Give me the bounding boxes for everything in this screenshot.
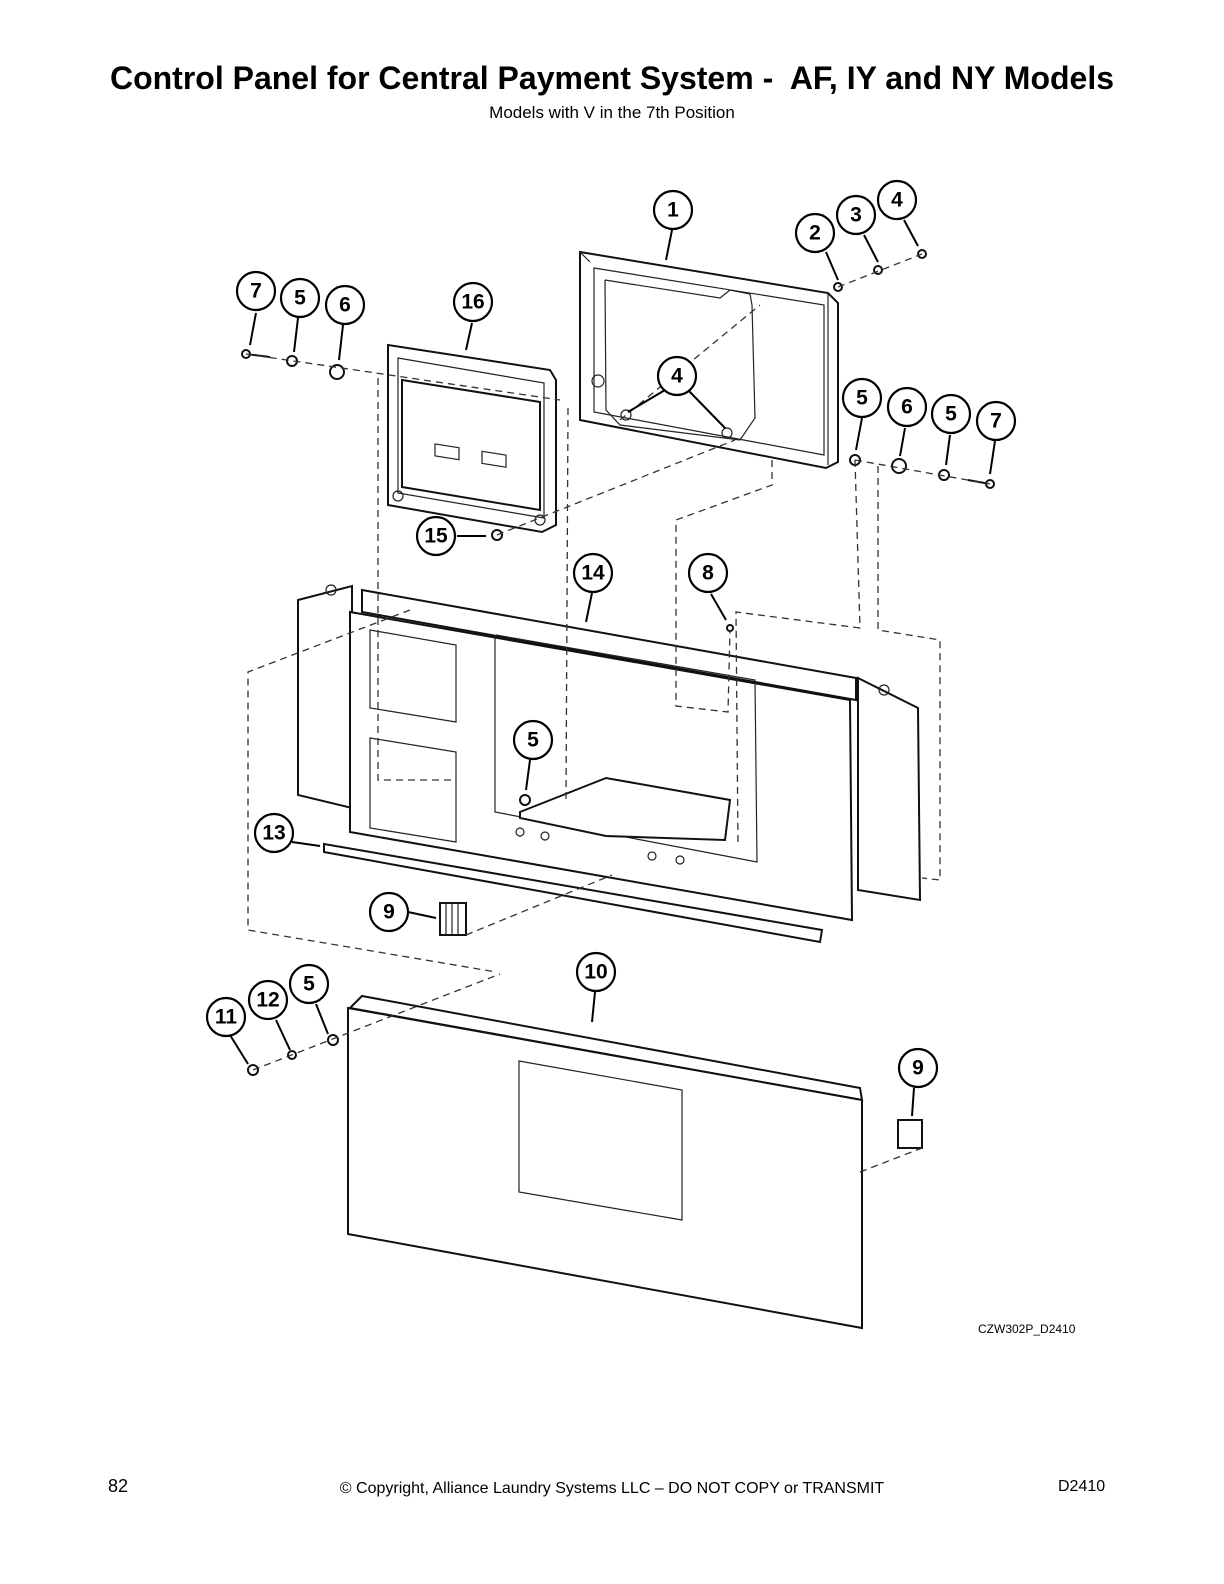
callout-4: 4 [656, 355, 698, 397]
svg-text:7: 7 [990, 410, 1002, 433]
svg-text:4: 4 [891, 189, 903, 212]
callout-7: 7 [235, 270, 277, 312]
svg-text:15: 15 [424, 525, 448, 548]
svg-text:11: 11 [215, 1006, 238, 1029]
callout-6: 6 [886, 386, 928, 428]
callout-15: 15 [415, 515, 457, 557]
svg-text:9: 9 [912, 1057, 924, 1080]
callout-1: 1 [652, 189, 694, 231]
callout-5: 5 [279, 277, 321, 319]
callout-3: 3 [835, 194, 877, 236]
control-panel-frame [297, 584, 922, 922]
callout-5: 5 [288, 963, 330, 1005]
page-title: Control Panel for Central Payment System… [109, 60, 1115, 96]
callout-13: 13 [253, 812, 295, 854]
callout-5: 5 [512, 719, 554, 761]
callout-16: 16 [452, 281, 494, 323]
svg-text:5: 5 [294, 287, 306, 310]
foam-pad-left [439, 902, 467, 936]
callout-9: 9 [368, 891, 410, 933]
display-module [387, 343, 557, 534]
svg-text:2: 2 [809, 222, 821, 245]
callout-9: 9 [897, 1047, 939, 1089]
callout-11: 11 [205, 996, 247, 1038]
svg-text:5: 5 [945, 403, 957, 426]
callout-8: 8 [687, 552, 729, 594]
callout-2: 2 [794, 212, 836, 254]
copyright-notice: © Copyright, Alliance Laundry Systems LL… [339, 1480, 885, 1497]
svg-text:14: 14 [581, 562, 605, 585]
page-subtitle: Models with V in the 7th Position [489, 103, 735, 122]
callout-4: 4 [876, 179, 918, 221]
svg-text:13: 13 [262, 822, 285, 845]
svg-text:6: 6 [901, 396, 913, 419]
svg-text:3: 3 [850, 204, 862, 227]
trim-strip [323, 842, 824, 944]
svg-text:12: 12 [256, 989, 279, 1012]
mounting-bracket [579, 250, 839, 470]
drawing-code: CZW302P_D2410 [978, 1322, 1076, 1336]
svg-text:7: 7 [250, 280, 262, 303]
svg-text:9: 9 [383, 901, 395, 924]
svg-text:1: 1 [667, 199, 679, 222]
svg-text:6: 6 [339, 294, 351, 317]
front-cover [347, 994, 864, 1330]
svg-text:5: 5 [856, 387, 868, 410]
callout-12: 12 [247, 979, 289, 1021]
svg-text:4: 4 [671, 365, 683, 388]
svg-text:16: 16 [461, 291, 484, 314]
callout-7: 7 [975, 400, 1017, 442]
callout-10: 10 [575, 951, 617, 993]
callout-6: 6 [324, 284, 366, 326]
leader-lines [229, 219, 996, 1117]
svg-text:8: 8 [702, 562, 714, 585]
svg-text:5: 5 [303, 973, 315, 996]
callout-5: 5 [841, 377, 883, 419]
document-code: D2410 [1058, 1478, 1106, 1495]
page-number: 82 [108, 1476, 129, 1496]
callout-14: 14 [572, 552, 614, 594]
svg-text:10: 10 [584, 961, 607, 984]
callout-5: 5 [930, 393, 972, 435]
svg-text:5: 5 [527, 729, 539, 752]
foam-pad-right [897, 1119, 923, 1149]
